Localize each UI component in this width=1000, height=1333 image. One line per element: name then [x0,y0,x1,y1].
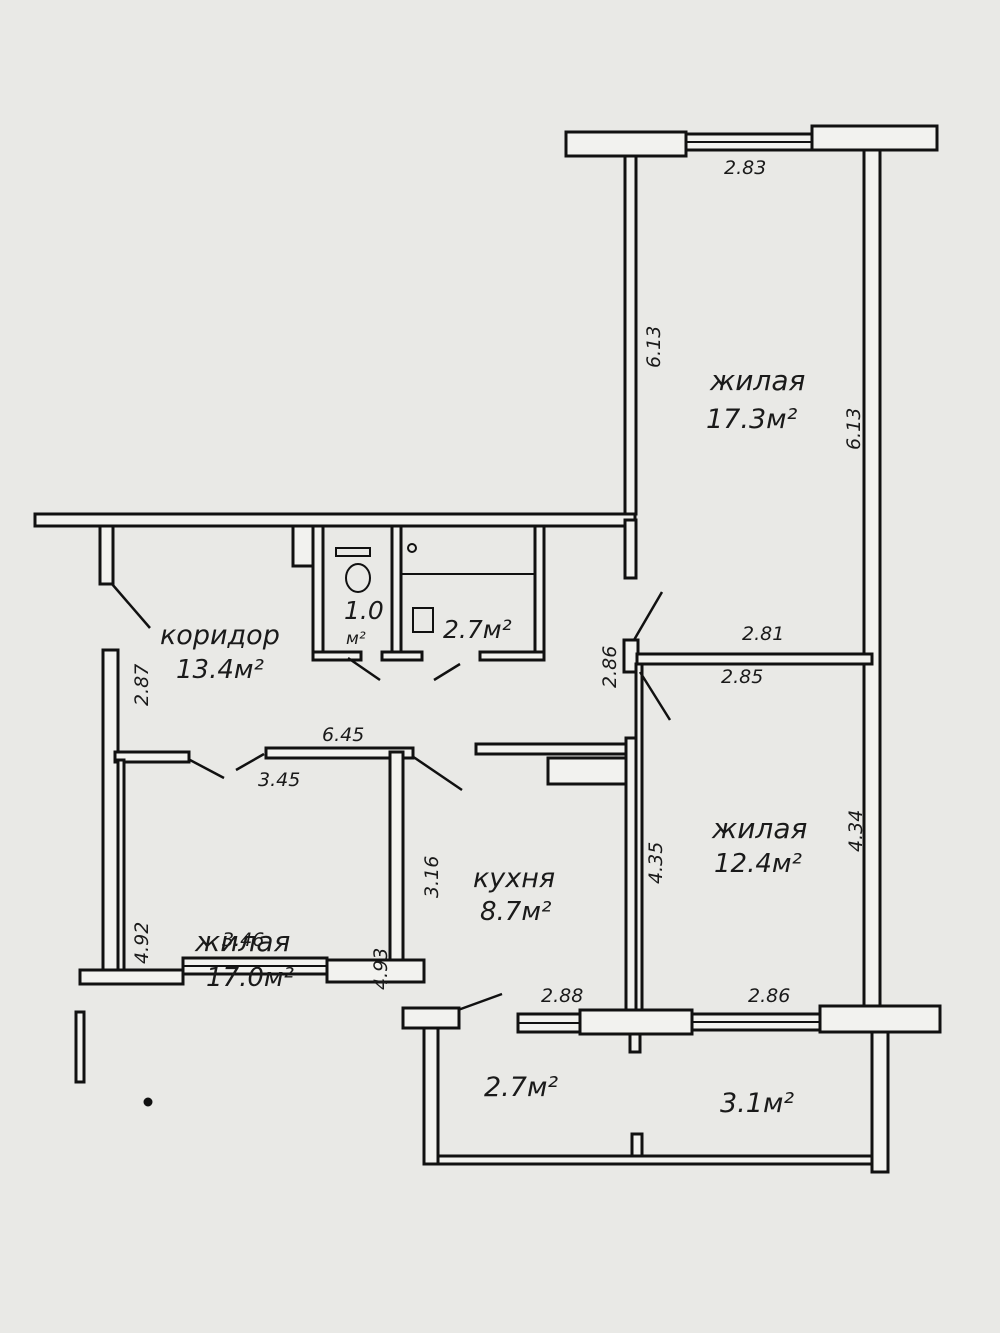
bath-area: 2.7м² [443,615,512,644]
wall-left-room-right [388,750,405,978]
toilet-icon [345,563,371,593]
wall-top-room-left-stub [623,518,638,580]
wall-exterior-mid [578,1008,694,1036]
wall-top-room-right [862,148,882,1022]
dim-corridor-length: 6.45 [322,724,364,746]
wall-kitchen-block [546,756,628,786]
door-swings [111,583,672,1012]
corridor-area: 13.4м² [176,655,264,685]
wall-corridor-left-stub [98,524,115,586]
door-swing-bath [433,662,461,682]
wall-left-room-left [116,758,126,972]
corridor-name: коридор [160,620,280,651]
dim-left-room-bottom-width: 3.46 [222,929,264,951]
wall-corridor-bottom-right [474,742,638,756]
dim-right-room-top-width: 2.85 [721,666,763,688]
bedroom-left-area: 17.0м² [206,963,294,993]
dim-right-room-left-height: 4.35 [645,842,667,884]
dim-top-room-width: 2.83 [724,157,766,179]
wall-main-horizontal [33,512,637,528]
wall-top-right-segment [810,124,939,152]
kitchen-area: 8.7м² [480,897,551,927]
door-swing-bedroom-right [638,671,672,721]
wall-exterior-right [818,1004,942,1034]
wall-loggia-right [870,1030,890,1174]
dim-left-room-right-height: 4.93 [370,948,392,990]
wall-wc-partition [390,524,403,660]
dimension-labels: 2.83 6.13 6.13 2.81 2.87 6.45 3.45 4.92 … [131,157,867,1007]
sink-icon [412,607,434,633]
socket-dot-icon [143,1097,153,1107]
door-swing-kitchen [411,754,463,792]
wall-top-room-left [623,154,638,516]
toilet-tank [335,547,371,557]
loggia-left-area: 2.7м² [484,1072,558,1103]
wall-bath-right [533,524,546,660]
room-labels: жилая 17.3м² коридор 13.4м² 1.0 м² 2.7м²… [160,364,807,1119]
door-swing-entrance [111,583,151,629]
walls [33,124,942,1174]
bedroom-right-name: жилая [711,812,807,845]
wc-area-unit: м² [346,629,366,649]
loggia-rail [436,1154,874,1166]
dim-corridor-height: 2.87 [131,664,153,706]
bedroom-top-area: 17.3м² [706,404,797,435]
wall-right-room-left [634,662,644,1016]
wall-left-balcony-stub [74,1010,86,1084]
dim-right-room-bottom-width: 2.86 [748,985,790,1007]
door-swing-wc [347,656,381,682]
door-swing-left-room-a [189,758,225,780]
loggia-right-area: 3.1м² [720,1088,794,1119]
dim-kitchen-height: 3.16 [421,856,443,898]
dim-door-gap: 2.86 [599,646,621,688]
wall-loggia-divider-stub [628,1032,642,1054]
dim-kitchen-bottom-width: 2.88 [541,985,583,1007]
wall-bedroom-partition [635,652,874,666]
kitchen-name: кухня [473,863,555,894]
dim-left-room-top-width: 3.45 [258,769,300,791]
wall-wc-bottom-right [380,650,424,662]
wall-wc-bottom-left [311,650,363,662]
wall-kitchen-bottom [401,1006,461,1030]
wall-left-exterior [101,648,120,986]
wall-wc-left [311,524,325,660]
wc-area-value: 1.0 [344,596,384,625]
bedroom-left-name: жилая [194,925,290,958]
wall-bath-bottom [478,650,546,662]
dim-right-room-right-height: 4.34 [845,810,867,852]
wall-left-room-bottom-left [78,968,185,986]
bedroom-right-area: 12.4м² [714,849,802,879]
wall-wc-stub [291,524,315,568]
dim-top-room-left-height: 6.13 [643,326,665,368]
door-swing-left-room-b [235,752,265,772]
wall-corridor-bottom-left [113,750,191,764]
wall-kitchen-bottom-return [422,1026,440,1166]
wall-top-left-segment [564,130,688,158]
wall-corridor-bottom-mid [264,746,415,760]
door-swing-loggia [457,992,503,1012]
dim-left-room-left-height: 4.92 [131,922,153,964]
dim-top-room-right-height: 6.13 [843,408,865,450]
faucet-icon [407,543,417,553]
dim-top-room-bottom-width: 2.81 [742,623,784,645]
fixtures [143,543,535,1107]
bedroom-top-name: жилая [709,364,805,397]
door-swing-bedroom-top [632,591,664,641]
